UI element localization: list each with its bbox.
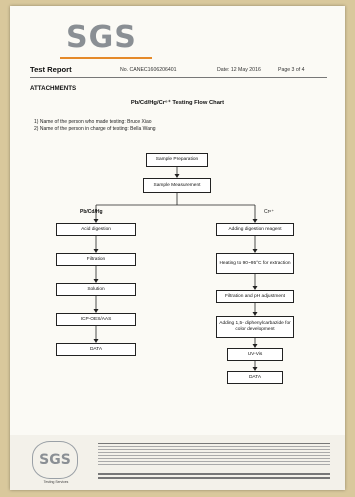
adding-digestion-reagent-box: Adding digestion reagent — [216, 223, 294, 236]
flow-chart-title: Pb/Cd/Hg/Cr⁶⁺ Testing Flow Chart — [130, 100, 225, 106]
sgs-logo-text: SGS — [66, 20, 137, 55]
right-data-box: DATA — [227, 371, 283, 384]
icp-oes-aas-box: ICP-OES/AAS — [56, 313, 136, 326]
sample-preparation-box: Sample Preparation — [146, 153, 208, 167]
footer-logo-text: SGS — [39, 452, 71, 468]
uv-vis-box: UV-Vis — [227, 348, 283, 361]
footer-logo-subtitle: Testing Services — [43, 480, 69, 484]
sample-measurement-box: Sample Measurement — [143, 178, 211, 193]
solution-box: Solution — [56, 283, 136, 296]
page-number: Page 3 of 4 — [278, 67, 305, 73]
left-data-box: DATA — [56, 343, 136, 356]
header-divider — [30, 77, 327, 78]
footer-fine-print-line — [98, 446, 330, 448]
footer-fine-print-line — [98, 452, 330, 454]
acid-digestion-box: Acid digestion — [56, 223, 136, 236]
report-title: Test Report — [30, 65, 72, 74]
footer-address-line — [98, 477, 330, 479]
branch-label-pb-cd-hg: Pb/Cd/Hg — [80, 209, 103, 215]
footer-fine-print-line — [98, 443, 330, 445]
attachments-heading: ATTACHMENTS — [30, 85, 77, 92]
footer-fine-print-line — [98, 461, 330, 463]
footer-fine-print-line — [98, 458, 330, 460]
person-in-charge: 2) Name of the person in charge of testi… — [34, 126, 156, 132]
document-page: SGS Test Report No. CANEC1606206401 Date… — [10, 6, 345, 490]
footer-fine-print-line — [98, 464, 330, 466]
report-number: No. CANEC1606206401 — [120, 67, 177, 73]
flow-connectors — [93, 167, 258, 371]
person-testing: 1) Name of the person who made testing: … — [34, 119, 152, 125]
footer: SGS Testing Services — [10, 435, 345, 490]
branch-label-cr: Cr⁶⁺ — [264, 209, 274, 215]
footer-sgs-logo: SGS — [32, 441, 78, 479]
diphenylcarbazide-box: Adding 1,5- diphenylcarbazide for color … — [216, 316, 294, 338]
logo-underline — [60, 57, 152, 59]
sgs-logo: SGS — [60, 16, 152, 59]
filtration-box: Filtration — [56, 253, 136, 266]
footer-fine-print-line — [98, 449, 330, 451]
heating-extraction-box: Heating to 90~95°C for extraction — [216, 253, 294, 274]
footer-fine-print-line — [98, 455, 330, 457]
footer-address-line — [98, 473, 330, 475]
report-date: Date: 12 May 2016 — [217, 67, 261, 73]
filtration-ph-adjustment-box: Filtration and pH adjustment — [216, 290, 294, 303]
